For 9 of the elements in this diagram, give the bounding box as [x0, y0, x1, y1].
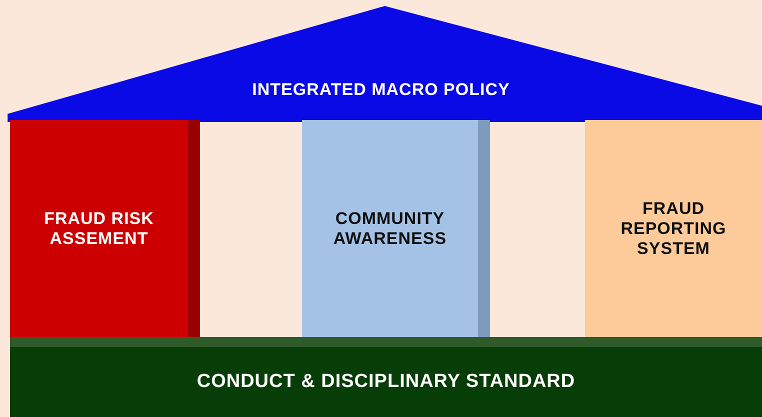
pillar-label: FRAUD RISK ASSEMENT [43, 208, 155, 248]
base-platform-label: CONDUCT & DISCIPLINARY STANDARD [196, 372, 576, 392]
pillar [585, 120, 762, 337]
pillar-label: FRAUD REPORTING SYSTEM [620, 198, 728, 258]
roof-label: INTEGRATED MACRO POLICY [252, 80, 510, 100]
base-platform [10, 337, 762, 417]
pillar [10, 120, 200, 337]
pillar-label: COMMUNITY AWARENESS [332, 208, 448, 248]
pillar [302, 120, 490, 337]
